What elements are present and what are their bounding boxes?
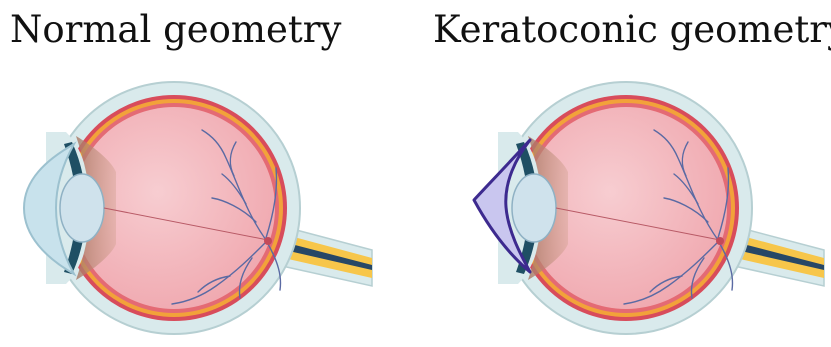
lens	[512, 174, 556, 242]
normal-eye-figure	[16, 72, 376, 344]
keratoconic-eye-figure	[468, 72, 828, 344]
normal-geometry-title: Normal geometry	[10, 8, 341, 51]
lens	[60, 174, 104, 242]
keratoconic-geometry-title: Keratoconic geometry	[433, 8, 831, 51]
